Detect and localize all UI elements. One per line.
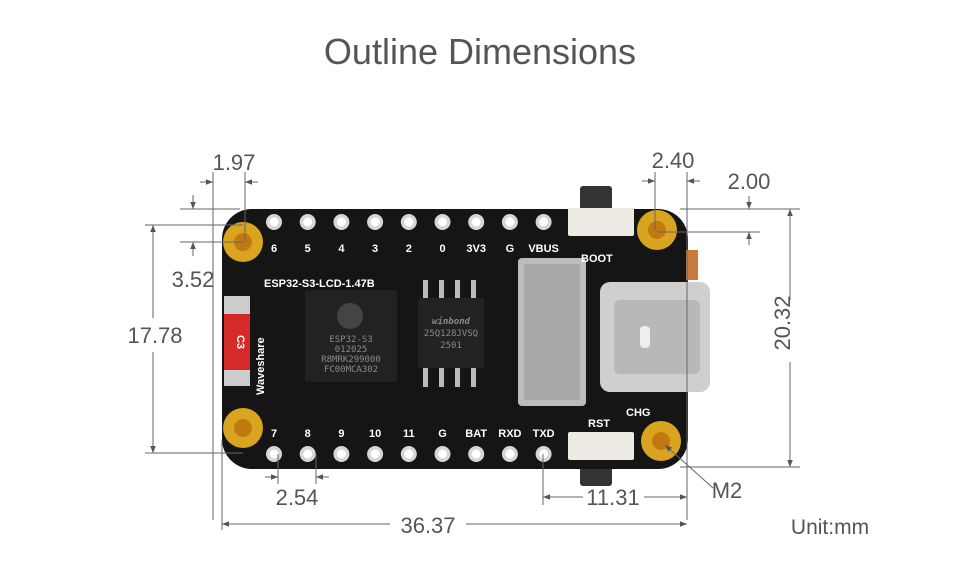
svg-text:winbond: winbond bbox=[432, 316, 471, 327]
dim-hole-size: M2 bbox=[712, 478, 743, 503]
dim-right-hole-y: 2.00 bbox=[728, 169, 771, 194]
svg-text:RST: RST bbox=[588, 418, 610, 430]
pin-label-top: 3 bbox=[372, 243, 378, 255]
flash-chip: winbond 25Q128JVSQ 2501 bbox=[418, 280, 484, 387]
pin-hole-center bbox=[539, 217, 549, 227]
pin-hole-center bbox=[336, 449, 346, 459]
dim-board-length: 36.37 bbox=[400, 513, 455, 538]
dim-right-hole-x: 2.40 bbox=[652, 148, 695, 173]
pin-label-top: 5 bbox=[305, 243, 311, 255]
pin-hole-center bbox=[269, 449, 279, 459]
pin-label-bottom: TXD bbox=[533, 428, 555, 440]
svg-text:ESP32-S3: ESP32-S3 bbox=[329, 335, 372, 345]
pin-hole-center bbox=[370, 217, 380, 227]
pin-hole-center bbox=[438, 449, 447, 459]
pin-label-top: 6 bbox=[271, 243, 277, 255]
dim-pin-pitch: 2.54 bbox=[276, 485, 319, 510]
pin-label-top: 0 bbox=[439, 243, 445, 255]
pin-label-bottom: G bbox=[438, 428, 447, 440]
pin-hole-center bbox=[269, 217, 279, 227]
pcb-board: ESP32-S3 012025 R8MRK299000 FC00MCA302 w… bbox=[222, 186, 710, 486]
page-title: Outline Dimensions bbox=[324, 31, 636, 72]
svg-text:FC00MCA302: FC00MCA302 bbox=[324, 365, 378, 375]
svg-text:CHG: CHG bbox=[626, 407, 650, 419]
rst-button bbox=[568, 432, 634, 460]
pin-label-bottom: 7 bbox=[271, 428, 277, 440]
dim-hole-offset-x: 1.97 bbox=[213, 150, 256, 175]
pin-hole-center bbox=[539, 449, 549, 459]
svg-text:BOOT: BOOT bbox=[581, 253, 613, 265]
pin-hole-center bbox=[471, 217, 481, 227]
dimension-lines: 1.97 3.52 17.78 20.32 2.40 2.00 bbox=[127, 148, 800, 538]
pin-label-bottom: 9 bbox=[338, 428, 344, 440]
pin-hole-center bbox=[336, 217, 346, 227]
pin-hole-center bbox=[404, 449, 414, 459]
dim-hole-spacing-v: 17.78 bbox=[127, 323, 182, 348]
dim-pin-to-edge: 11.31 bbox=[586, 485, 639, 510]
pin-label-bottom: RXD bbox=[498, 428, 521, 440]
svg-text:012025: 012025 bbox=[335, 345, 368, 355]
pin-label-bottom: 8 bbox=[305, 428, 311, 440]
pin-hole-center bbox=[303, 449, 313, 459]
pin-label-top: VBUS bbox=[528, 243, 559, 255]
pin-hole-center bbox=[471, 449, 481, 459]
pin-label-top: 4 bbox=[338, 243, 345, 255]
svg-text:25Q128JVSQ: 25Q128JVSQ bbox=[424, 329, 478, 339]
pin-hole-center bbox=[505, 217, 515, 227]
pin-label-bottom: BAT bbox=[465, 428, 487, 440]
dim-hole-offset-y: 3.52 bbox=[172, 267, 215, 292]
dim-board-height: 20.32 bbox=[770, 295, 795, 350]
c3-marker: C3 bbox=[224, 296, 250, 386]
board-name: ESP32-S3-LCD-1.47B bbox=[264, 278, 375, 290]
svg-text:C3: C3 bbox=[234, 335, 246, 349]
pin-hole-center bbox=[505, 449, 515, 459]
pin-hole-center bbox=[370, 449, 380, 459]
pin-label-top: 2 bbox=[406, 243, 412, 255]
pin-hole-center bbox=[438, 217, 447, 227]
svg-text:R8MRK299000: R8MRK299000 bbox=[321, 355, 381, 365]
pin-label-bottom: 10 bbox=[369, 428, 381, 440]
pin-hole-center bbox=[404, 217, 414, 227]
pin-label-bottom: 11 bbox=[403, 428, 415, 440]
brand-label: Waveshare bbox=[255, 337, 267, 395]
pin-label-top: 3V3 bbox=[466, 243, 486, 255]
pin-hole-center bbox=[303, 217, 313, 227]
svg-text:2501: 2501 bbox=[440, 341, 462, 351]
mcu-chip: ESP32-S3 012025 R8MRK299000 FC00MCA302 bbox=[305, 290, 397, 382]
unit-label: Unit:mm bbox=[791, 516, 869, 539]
usb-c-connector bbox=[600, 282, 710, 392]
sd-shield bbox=[518, 258, 586, 406]
boot-button bbox=[568, 208, 634, 236]
pin-label-top: G bbox=[506, 243, 515, 255]
